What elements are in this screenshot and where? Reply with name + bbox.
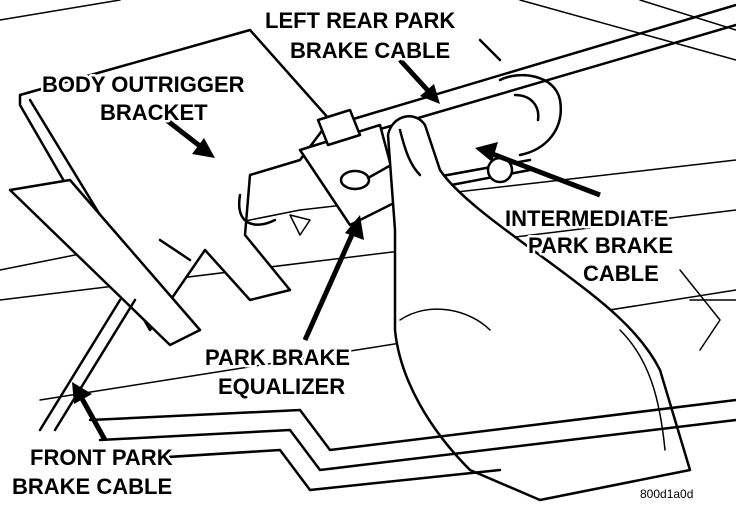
arrow-intermediate-cable <box>489 150 601 198</box>
arrow-equalizer-head <box>345 215 364 240</box>
label-intermediate-line3: CABLE <box>583 261 659 286</box>
technician-hand <box>386 115 692 502</box>
arrow-left-rear-cable <box>398 58 434 97</box>
front-park-brake-cable <box>88 269 736 492</box>
label-intermediate-line2: PARK BRAKE <box>528 233 673 258</box>
label-front-cable-line2: BRAKE CABLE <box>12 474 172 499</box>
label-body-outrigger-line1: BODY OUTRIGGER <box>42 72 245 97</box>
arrow-front-cable <box>77 393 108 442</box>
arrow-intermediate-cable-head <box>475 142 498 162</box>
arrow-body-outrigger-head <box>192 138 215 158</box>
label-left-rear-cable-line1: LEFT REAR PARK <box>265 8 455 33</box>
left-rear-park-brake-cable <box>348 3 736 137</box>
arrow-left-rear-cable-head <box>420 84 440 104</box>
label-front-cable-line1: FRONT PARK <box>30 445 173 470</box>
label-equalizer-line1: PARK BRAKE <box>205 345 350 370</box>
label-intermediate-line1: INTERMEDIATE <box>505 206 668 231</box>
label-body-outrigger-line2: BRACKET <box>100 100 208 125</box>
arrow-equalizer <box>302 226 358 342</box>
frame-rail <box>8 178 202 432</box>
callout-labels: LEFT REAR PARK BRAKE CABLE BODY OUTRIGGE… <box>10 6 694 502</box>
arrow-body-outrigger <box>158 113 207 152</box>
arrow-front-cable-head <box>72 382 92 404</box>
park-brake-equalizer <box>298 108 402 227</box>
leader-arrows <box>72 58 601 442</box>
label-left-rear-cable-line2: BRAKE CABLE <box>290 38 450 63</box>
figure-code: 800d1a0d <box>640 487 693 501</box>
label-equalizer-line2: EQUALIZER <box>218 374 345 399</box>
